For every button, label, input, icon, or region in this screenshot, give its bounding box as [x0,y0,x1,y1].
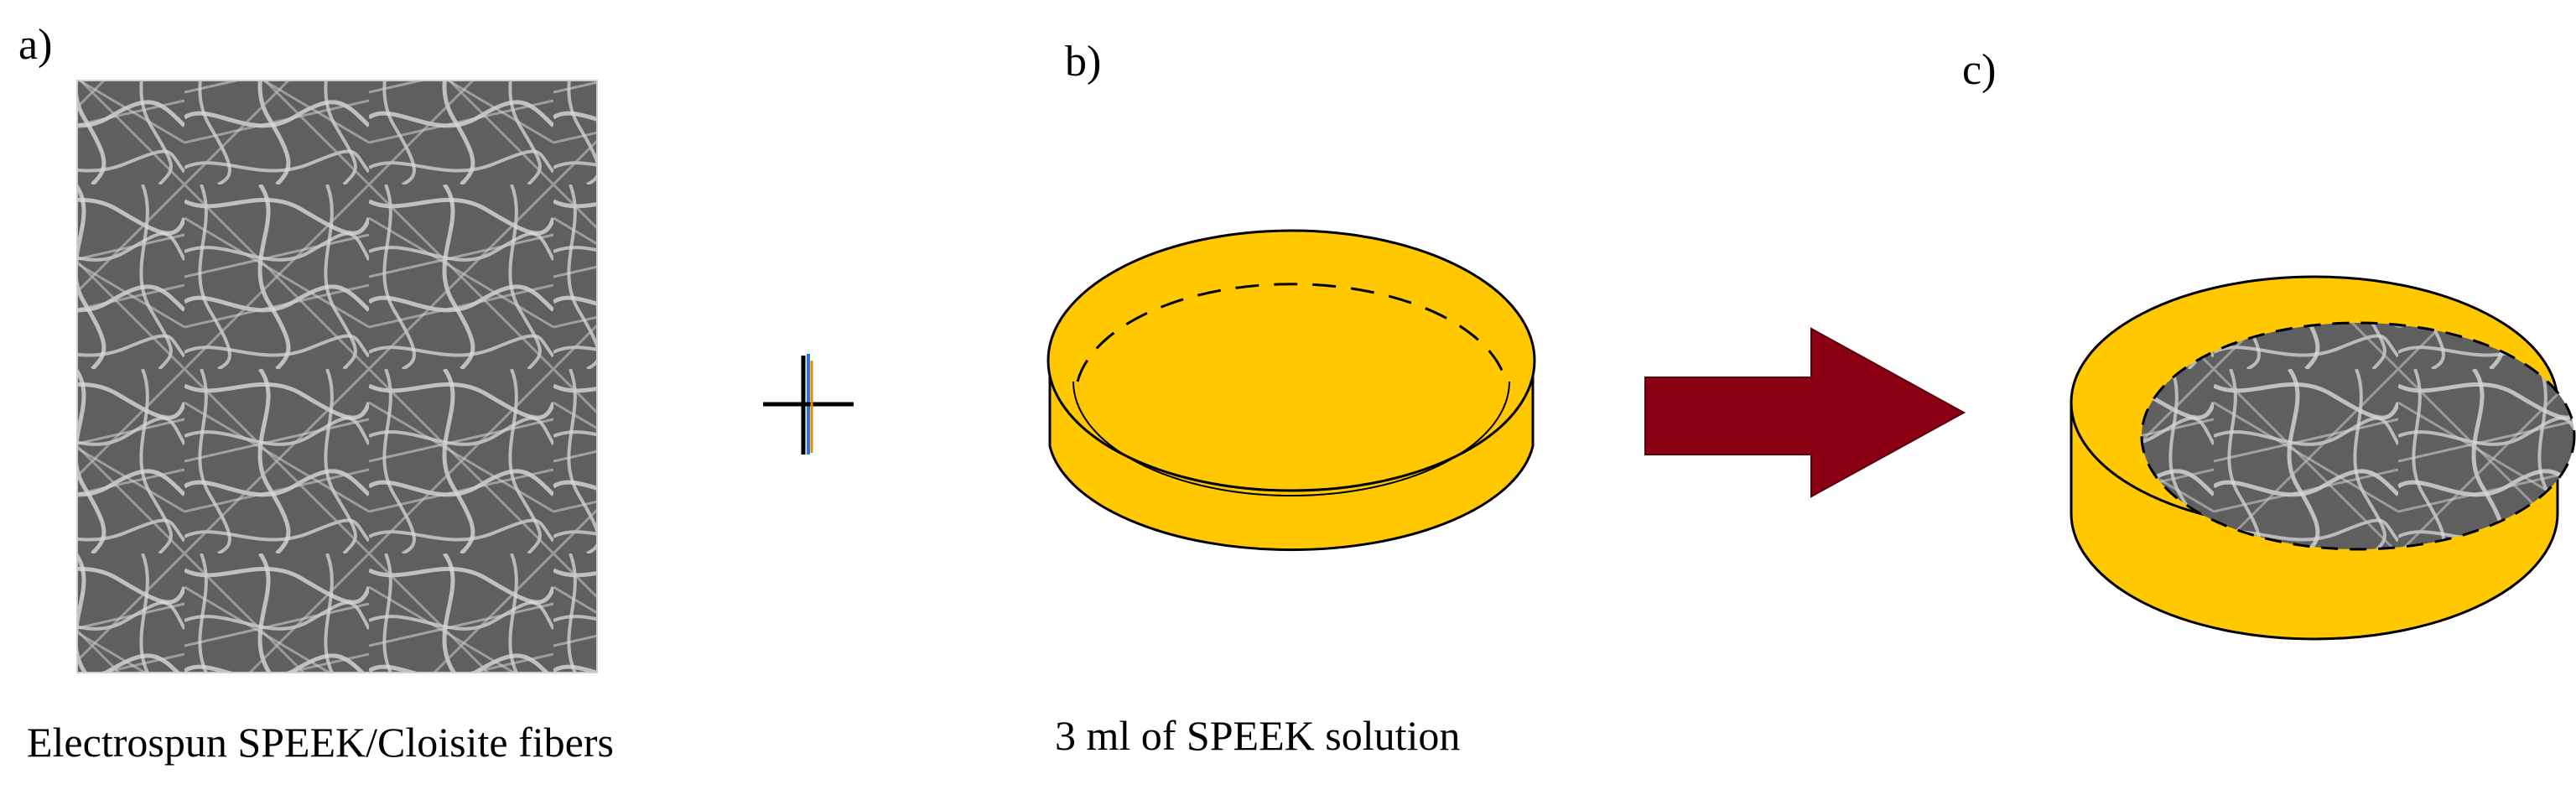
label-b: b) [1065,38,1102,86]
fiber-membrane-in-dish [2142,323,2574,549]
fiber-micrograph [76,80,598,673]
right-arrow-icon [1644,327,1966,498]
label-a: a) [18,21,53,69]
caption-fibers: Electrospun SPEEK/Cloisite fibers [27,719,614,766]
plus-sign-icon [763,354,854,455]
petri-dish-c [2070,275,2576,641]
label-c: c) [1962,46,1997,94]
petri-dish-b [1046,229,1536,552]
caption-solution: 3 ml of SPEEK solution [1055,712,1461,759]
